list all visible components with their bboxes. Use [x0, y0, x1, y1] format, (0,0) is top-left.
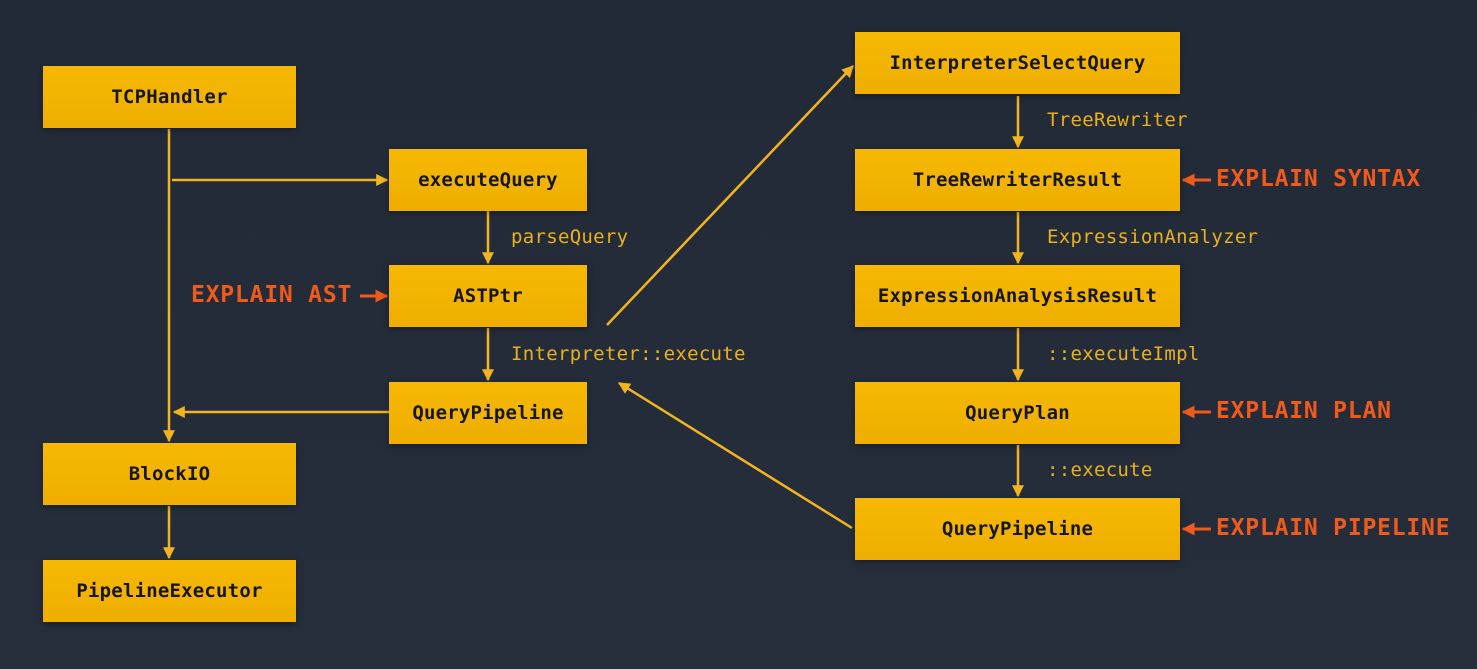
node-expressionanalysisresult: ExpressionAnalysisResult [855, 265, 1180, 327]
edge-label-interpreter-execute: Interpreter::execute [511, 343, 746, 365]
node-treerewriterresult: TreeRewriterResult [855, 149, 1180, 211]
node-tcphandler: TCPHandler [43, 66, 296, 128]
node-querypipeline-right: QueryPipeline [855, 498, 1180, 560]
node-querypipeline-left: QueryPipeline [389, 382, 587, 444]
explain-ast-label: EXPLAIN AST [191, 282, 353, 308]
node-interpreterselectquery: InterpreterSelectQuery [855, 32, 1180, 94]
edge-label-parsequery: parseQuery [511, 226, 629, 248]
explain-pipeline-label: EXPLAIN PIPELINE [1216, 515, 1451, 541]
arrow-querypipeline-right-to-left [617, 381, 853, 530]
node-astptr: ASTPtr [389, 265, 587, 327]
edge-label-executeimpl: ::executeImpl [1047, 343, 1200, 365]
edge-label-treerewriter: TreeRewriter [1047, 109, 1188, 131]
explain-plan-label: EXPLAIN PLAN [1216, 398, 1392, 424]
node-executequery: executeQuery [389, 149, 587, 211]
node-queryplan: QueryPlan [855, 382, 1180, 444]
edge-label-expressionanalyzer: ExpressionAnalyzer [1047, 226, 1259, 248]
node-pipelineexecutor: PipelineExecutor [43, 560, 296, 622]
node-blockio: BlockIO [43, 443, 296, 505]
explain-syntax-label: EXPLAIN SYNTAX [1216, 166, 1422, 192]
edge-label-execute: ::execute [1047, 459, 1153, 481]
arrow-astptr-to-interpreterselectquery [606, 65, 854, 326]
